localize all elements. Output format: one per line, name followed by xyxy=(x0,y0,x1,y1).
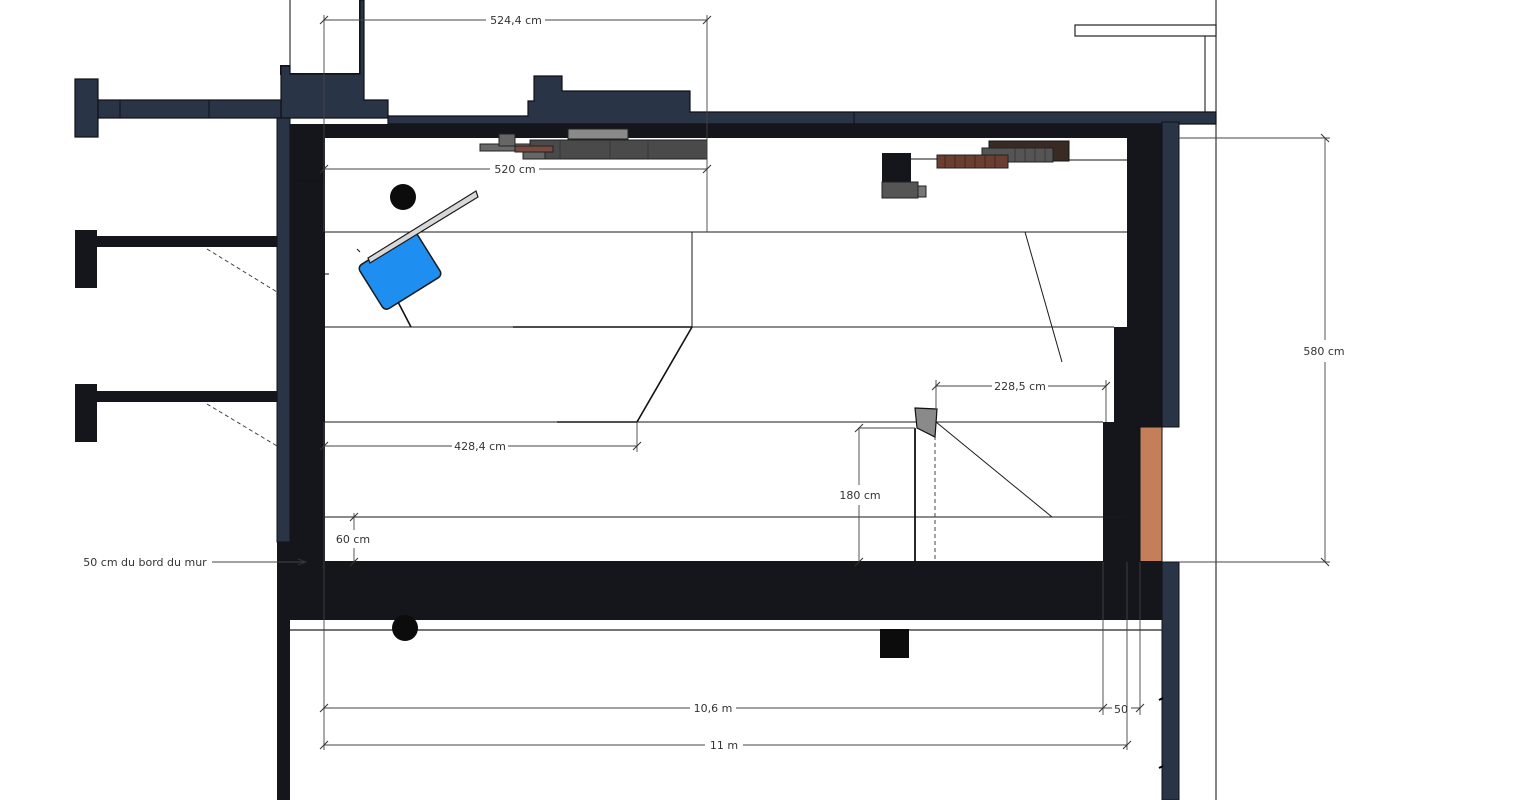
left-wall xyxy=(276,117,325,800)
dim-right-gap: 50 xyxy=(1103,703,1145,716)
copper-door-panel xyxy=(1139,426,1163,563)
dim-lower-width: 428,4 cm xyxy=(319,422,642,453)
dim-right-height: 580 cm xyxy=(1179,133,1345,567)
round-pillar-icon-bottom xyxy=(392,615,418,641)
floor-levels xyxy=(298,180,1127,561)
dim-extension-lines xyxy=(323,422,1141,750)
upper-right-frame xyxy=(289,0,1217,112)
dim-top-width: 524,4 cm xyxy=(319,14,712,232)
left-bracket-lower xyxy=(75,384,278,447)
right-equipment-cluster xyxy=(881,140,1127,199)
dim-total-inner: 10,6 m xyxy=(319,702,1108,715)
dim-ramp-width: 228,5 cm xyxy=(931,380,1111,422)
vent-marker xyxy=(914,407,938,438)
top-inner-strip xyxy=(290,124,1179,138)
dim-label-inner-width: 520 cm xyxy=(494,163,535,176)
dim-label-total-outer: 11 m xyxy=(710,739,738,752)
left-bracket-upper xyxy=(75,230,278,293)
bottom-wall xyxy=(290,561,1162,631)
dim-label-top-width: 524,4 cm xyxy=(490,14,542,27)
dim-label-ramp-width: 228,5 cm xyxy=(994,380,1046,393)
dim-label-ramp-height: 180 cm xyxy=(839,489,880,502)
dim-total-outer: 11 m xyxy=(319,739,1132,752)
dim-label-wall-offset: 50 cm du bord du mur xyxy=(83,556,207,569)
top-wall xyxy=(74,0,1217,138)
dim-label-right-height: 580 cm xyxy=(1303,345,1344,358)
dim-inner-width: 520 cm xyxy=(319,163,712,176)
dim-ramp-height: 180 cm xyxy=(839,423,915,567)
dim-label-total-inner: 10,6 m xyxy=(694,702,733,715)
dim-label-lower-width: 428,4 cm xyxy=(454,440,506,453)
right-wall xyxy=(1103,121,1217,800)
chair-icon xyxy=(356,190,479,328)
round-pillar-icon-top xyxy=(390,184,416,210)
dim-margin-height: 60 cm xyxy=(336,512,370,567)
square-pillar-icon xyxy=(880,629,909,658)
dim-wall-offset-note: 50 cm du bord du mur xyxy=(83,556,308,569)
dim-label-right-gap: 50 xyxy=(1114,703,1128,716)
dim-label-margin-height: 60 cm xyxy=(336,533,370,546)
